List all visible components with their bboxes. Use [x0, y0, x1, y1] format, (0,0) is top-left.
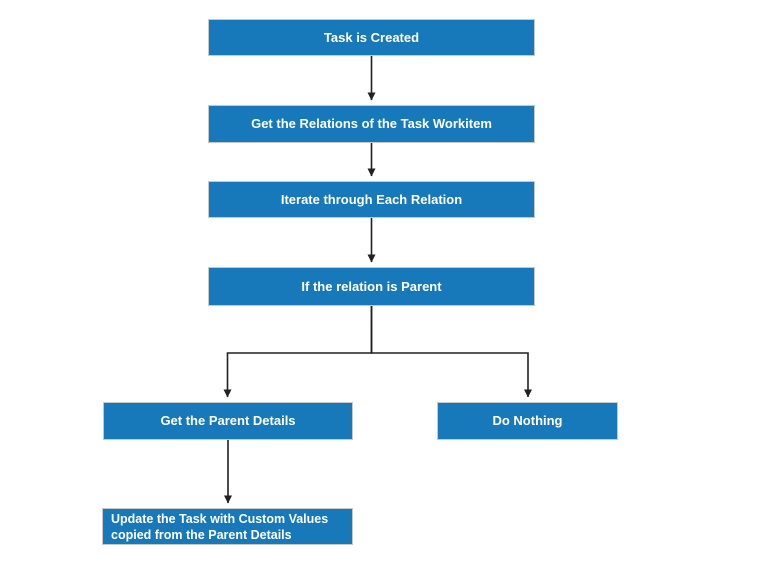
node-label: Do Nothing [492, 413, 563, 428]
edge-if-to-get-parent [223, 306, 373, 398]
node-label: Update the Task with Custom Values copie… [111, 511, 329, 542]
node-if-relation-parent: If the relation is Parent [208, 267, 535, 306]
node-label: If the relation is Parent [301, 278, 442, 294]
node-label: Task is Created [323, 29, 420, 45]
node-task-is-created: Task is Created [208, 19, 535, 56]
node-label: Iterate through Each Relation [280, 191, 463, 207]
node-do-nothing: Do Nothing [437, 402, 618, 440]
node-label: Get the Relations of the Task Workitem [251, 116, 492, 131]
node-iterate-relations: Iterate through Each Relation [208, 181, 535, 218]
node-get-relations: Get the Relations of the Task Workitem [208, 105, 535, 143]
edge-if-to-do-nothing [370, 306, 532, 398]
node-label: Get the Parent Details [160, 413, 296, 428]
node-get-parent-details: Get the Parent Details [103, 402, 353, 440]
node-update-task: Update the Task with Custom Values copie… [102, 508, 353, 545]
